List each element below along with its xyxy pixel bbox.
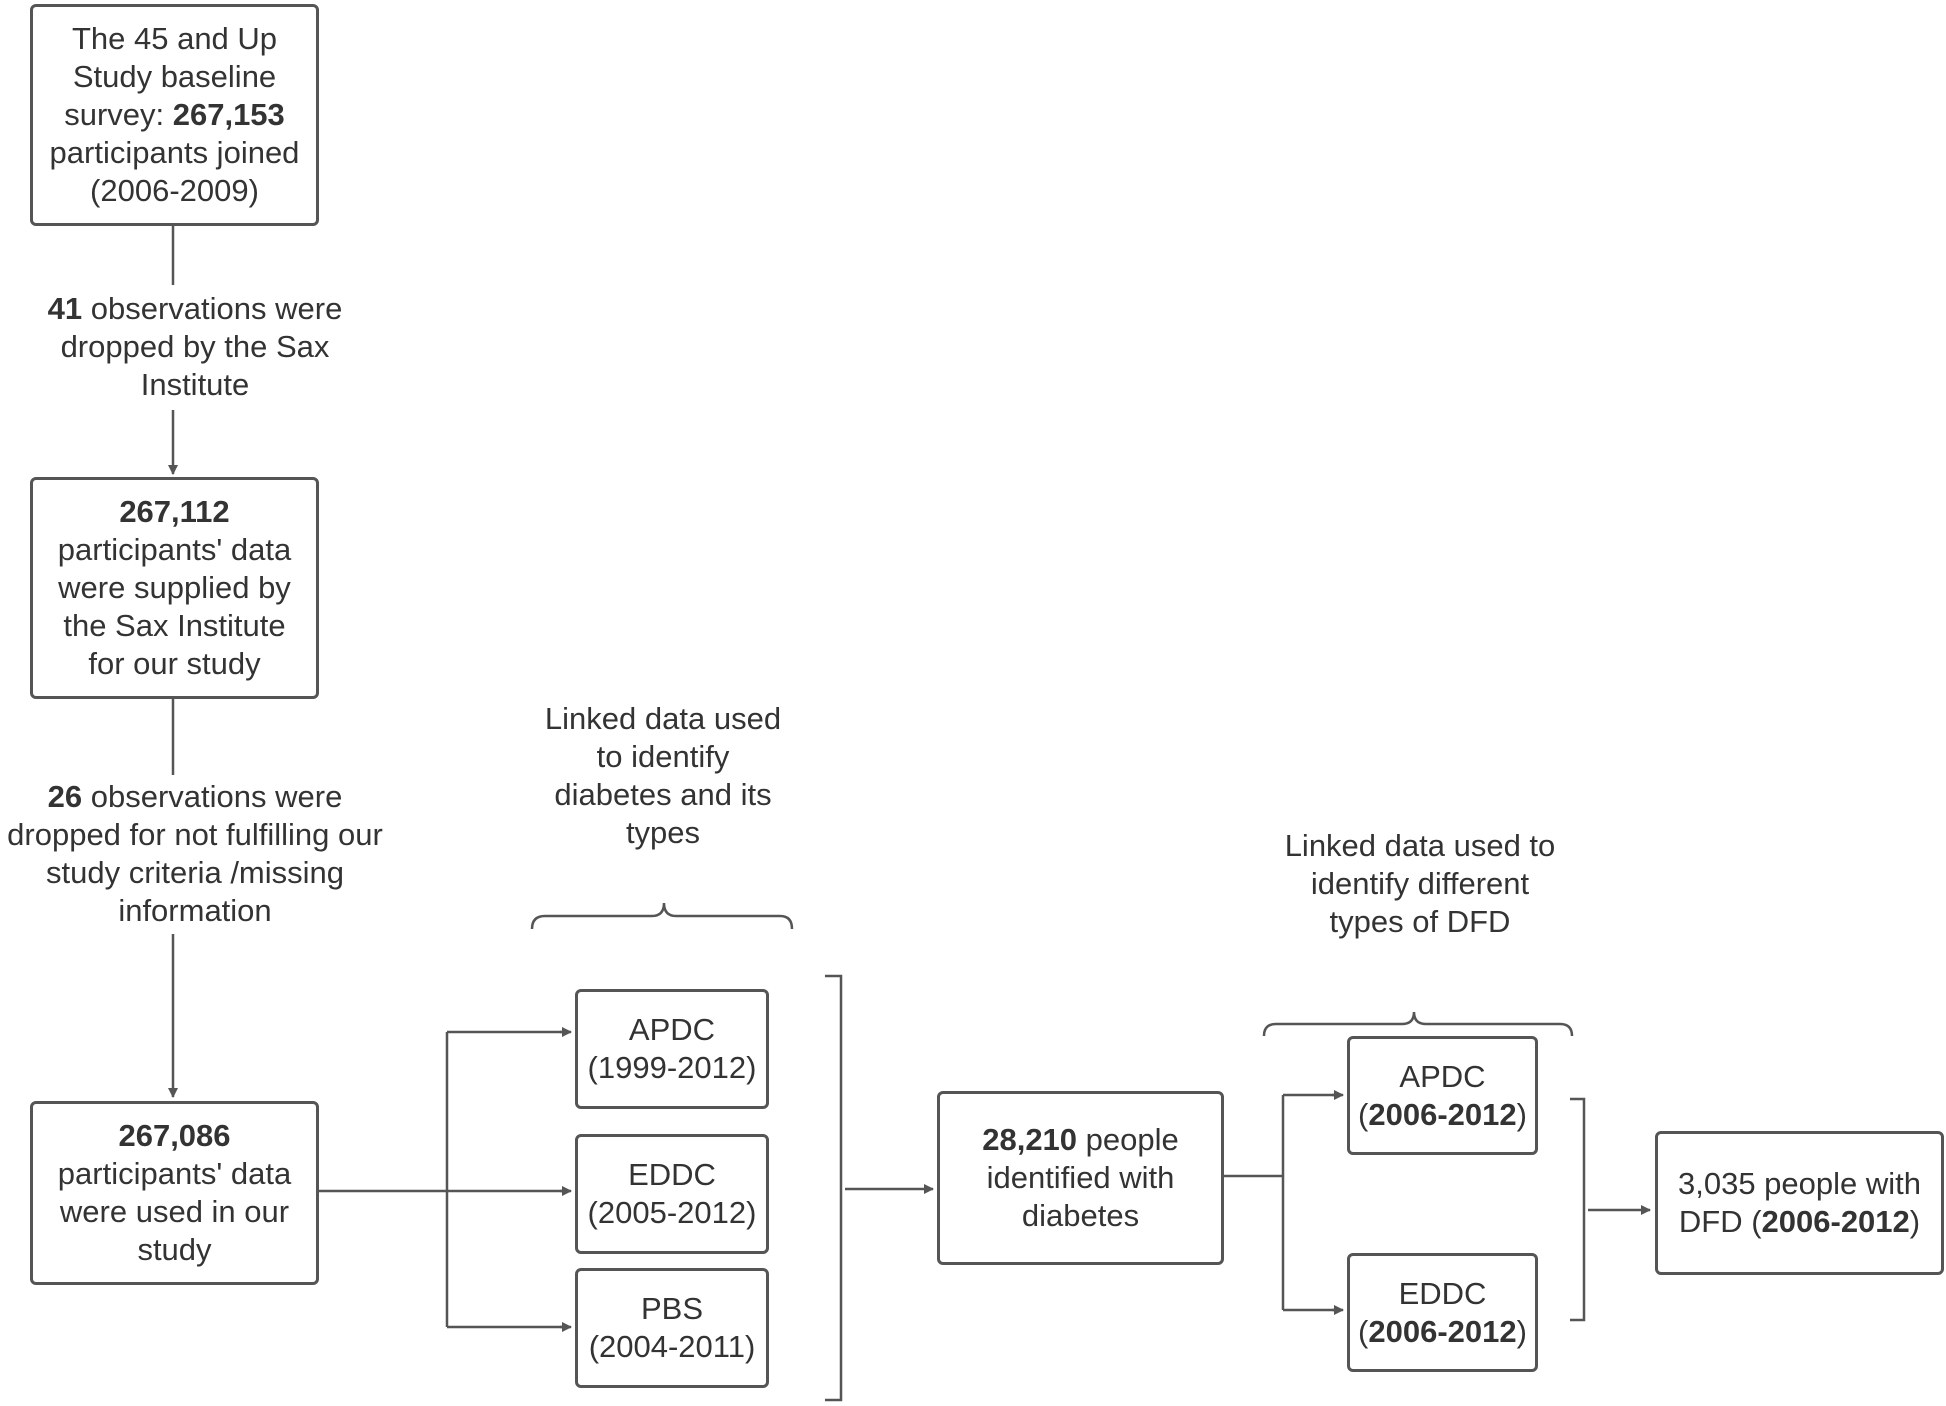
dfd-sources-bracket [1570,1097,1586,1322]
dfd-apdc-box: APDC (2006-2012) [1347,1036,1538,1155]
drop2-label: 26 observations were dropped for not ful… [7,779,383,928]
drop1-count: 41 [47,291,83,326]
linked-dfd-label: Linked data used to identify different t… [1284,828,1556,939]
eddc-source-box: EDDC (2005-2012) [575,1134,769,1254]
dfd-result-box: 3,035 people with DFD (2006-2012) [1655,1131,1944,1275]
apdc-source-box: APDC (1999-2012) [575,989,769,1109]
used-to-sources-connector [317,1030,568,1329]
baseline-count: 267,153 [172,97,285,132]
linked-diabetes-label: Linked data used to identify diabetes an… [544,701,782,850]
drop2-count: 26 [47,779,83,814]
used-count: 267,086 [118,1118,231,1153]
used-data-box: 267,086 participants' data were used in … [30,1101,319,1285]
supplied-count: 267,112 [119,494,230,529]
linked-diabetes-brace [530,902,794,930]
dfd-eddc-box: EDDC (2006-2012) [1347,1253,1538,1372]
drop1-label: 41 observations were dropped by the Sax … [47,291,343,402]
linked-dfd-brace [1262,1011,1574,1037]
diabetes-to-dfd-sources-connector [1223,1093,1340,1312]
diabetes-box: 28,210 people identified with diabetes [937,1091,1224,1265]
diabetes-count: 28,210 [982,1122,1078,1157]
supplied-data-box: 267,112 participants' data were supplied… [30,477,319,699]
baseline-survey-box: The 45 and Up Study baseline survey: 267… [30,4,319,226]
sources-bracket [825,974,843,1402]
pbs-source-box: PBS (2004-2011) [575,1268,769,1388]
